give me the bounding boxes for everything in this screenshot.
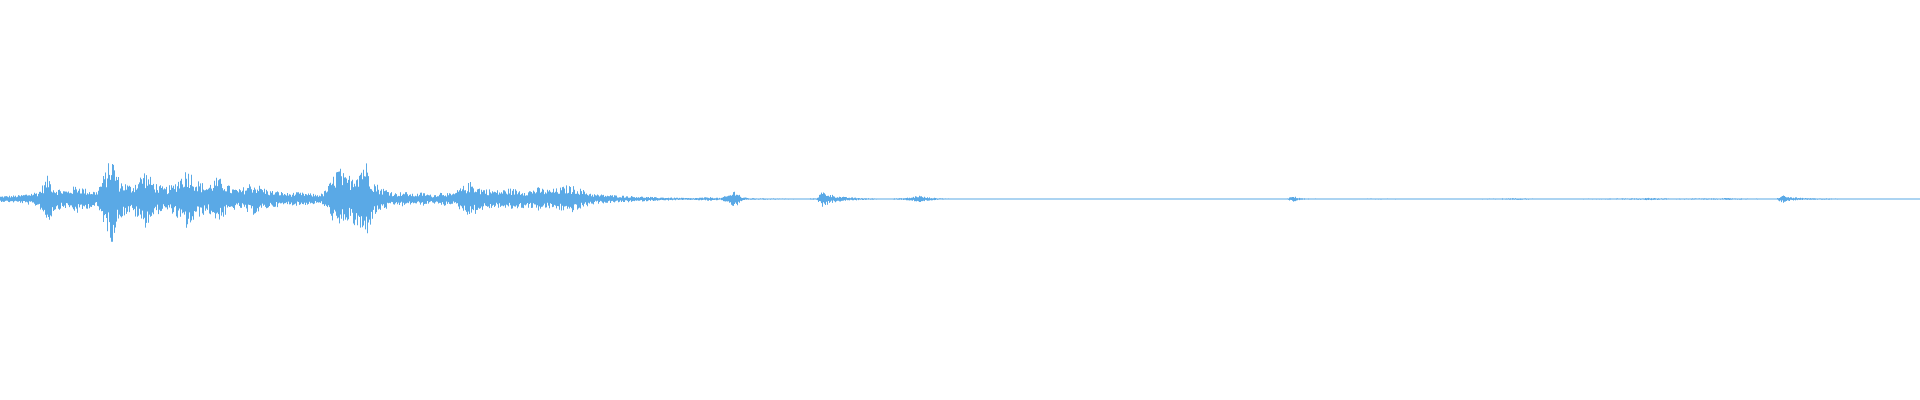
waveform-path [0, 163, 1920, 242]
waveform-samples [0, 163, 1920, 242]
